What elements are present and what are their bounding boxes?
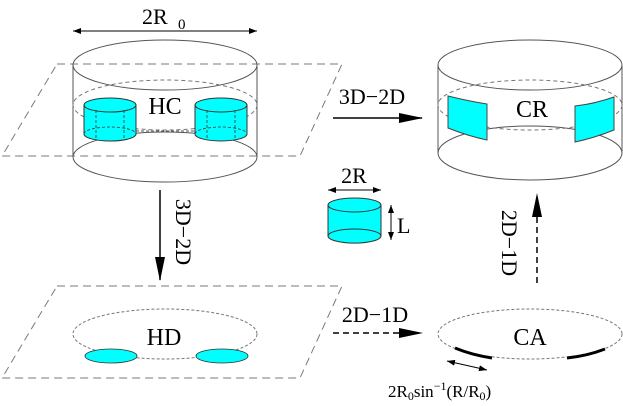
arc-length-formula: 2R0sin−1(R/R0)	[388, 379, 491, 403]
edge-hd-ca-label: 2D−1D	[342, 302, 408, 327]
hc-label: HC	[148, 94, 181, 120]
edge-hd-ca: 2D−1D	[333, 302, 423, 338]
hc-rod-left	[83, 97, 137, 142]
ca-arc-left	[454, 346, 493, 360]
outer-diameter-label: 2R	[142, 4, 168, 29]
edge-hc-cr-label: 3D−2D	[339, 84, 405, 109]
rod-legend: 2R L	[327, 163, 410, 244]
edge-hc-cr: 3D−2D	[333, 84, 423, 123]
arc-length-arrow	[446, 359, 488, 372]
hc-rod-right	[194, 97, 248, 142]
hd-spot-right	[195, 348, 249, 364]
hc-node: HC 2R 0	[1, 4, 343, 183]
rod-diameter-label: 2R	[341, 163, 367, 188]
cr-label: CR	[516, 97, 548, 123]
hd-spot-left	[84, 348, 138, 364]
hd-label: HD	[147, 325, 182, 351]
hc-outer-top-ellipse	[72, 39, 258, 91]
hc-outer-bottom-arc	[72, 156, 258, 183]
edge-ca-cr: 2D−1D	[497, 193, 542, 283]
hd-node: HD	[1, 285, 343, 379]
ca-dotted-ellipse	[437, 308, 623, 360]
edge-hc-hd-label: 3D−2D	[171, 199, 196, 265]
ca-node: CA 2R0sin−1(R/R0)	[388, 308, 623, 403]
hd-dotted-ellipse	[72, 308, 258, 360]
hc-plane	[1, 63, 343, 157]
cr-node: CR	[437, 39, 623, 181]
ca-label: CA	[513, 325, 547, 351]
cr-patch-right	[574, 96, 615, 143]
rod-length-label: L	[397, 213, 410, 238]
ca-arc-right	[566, 347, 606, 360]
edge-ca-cr-label: 2D−1D	[497, 210, 522, 276]
hc-mid-dashed-ellipse	[72, 79, 258, 131]
cr-patch-left	[447, 95, 488, 141]
hd-plane	[1, 285, 343, 379]
outer-diameter-sub: 0	[178, 17, 186, 33]
edge-hc-hd: 3D−2D	[155, 190, 196, 281]
